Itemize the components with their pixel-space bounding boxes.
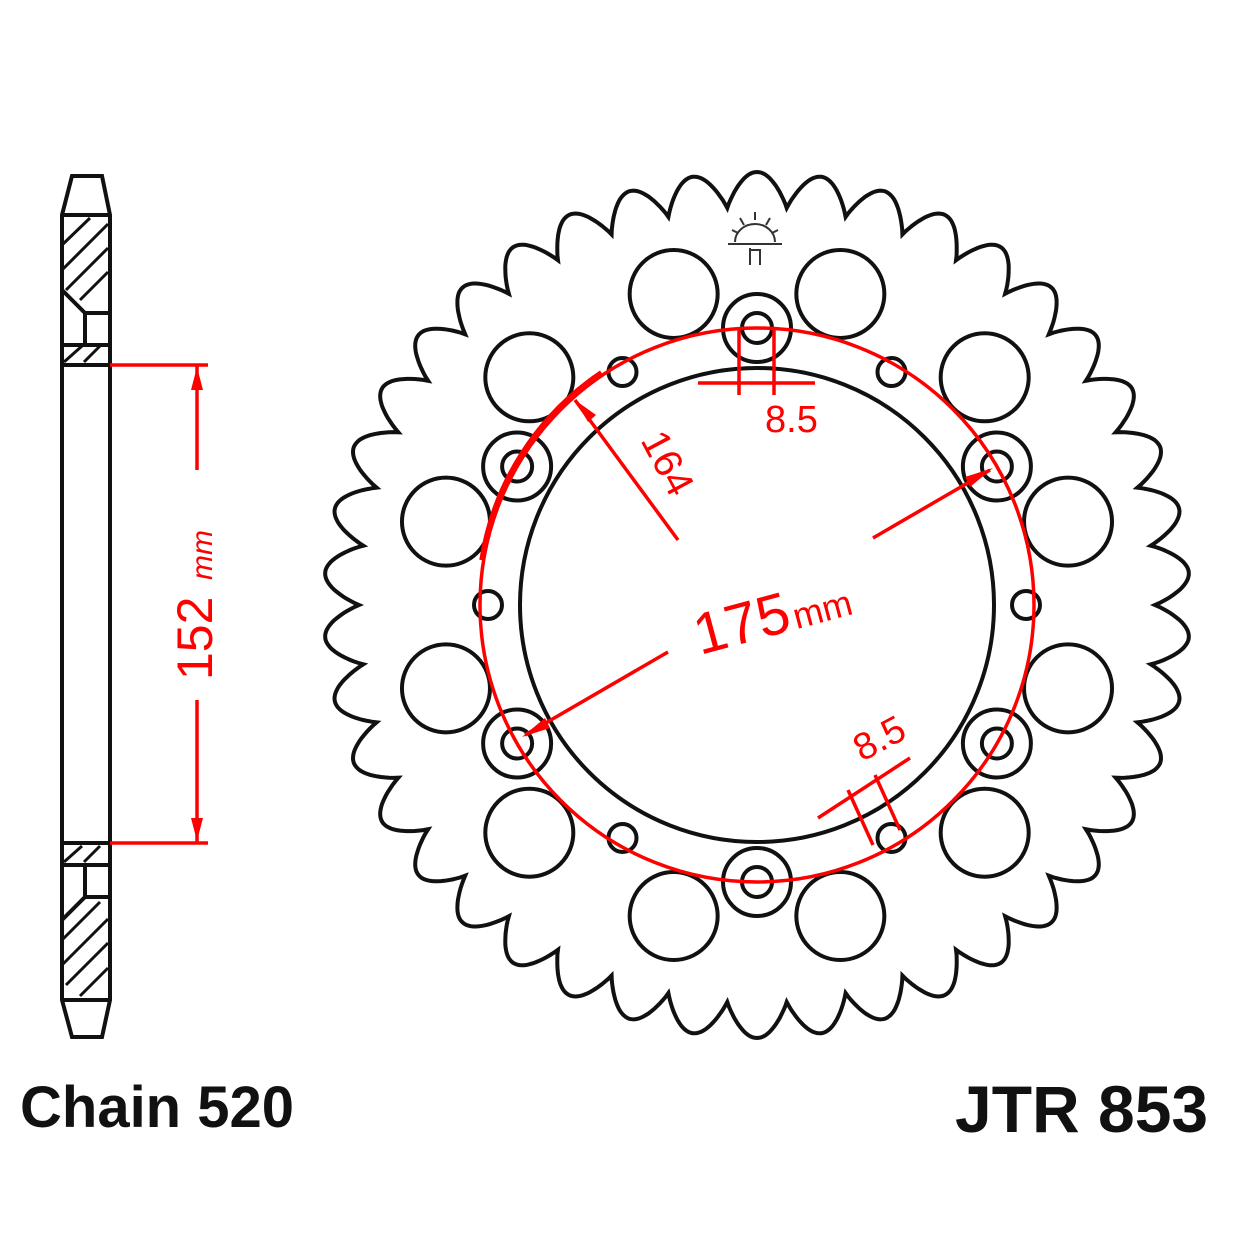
sprocket-teeth-outline bbox=[323, 169, 1191, 1041]
lightening-hole bbox=[794, 870, 887, 963]
small-hole bbox=[472, 589, 504, 621]
bolt-boss bbox=[960, 707, 1033, 780]
inner-height-unit: mm bbox=[186, 530, 219, 580]
lightening-hole bbox=[1022, 642, 1115, 735]
bolt-boss bbox=[721, 292, 793, 364]
bolt-circle-dimension: 175 mm bbox=[522, 468, 993, 737]
bolt-circle-value: 175 bbox=[687, 580, 797, 668]
lightening-hole bbox=[1022, 475, 1115, 568]
bolt-circle bbox=[478, 326, 1036, 884]
side-profile-view bbox=[60, 174, 112, 1039]
bolt-boss bbox=[481, 430, 554, 503]
bolt-hole-top-value: 8.5 bbox=[765, 399, 818, 441]
bolt-circle-unit: mm bbox=[788, 582, 857, 637]
bolt-boss bbox=[960, 430, 1033, 503]
bolt-hole bbox=[979, 449, 1014, 484]
inner-height-value: 152 bbox=[167, 597, 223, 680]
center-bore-dimension: 164 bbox=[573, 398, 702, 542]
chain-caption: Chain 520 bbox=[20, 1075, 294, 1140]
lightening-hole bbox=[627, 870, 720, 963]
bolt-hole bbox=[500, 726, 535, 761]
bolt-hole-top-dimension: 8.5 bbox=[698, 330, 818, 441]
sprocket-front-view bbox=[323, 169, 1191, 1041]
center-bore bbox=[518, 366, 996, 844]
bolt-hole bbox=[500, 449, 535, 484]
part-number-caption: JTR 853 bbox=[955, 1072, 1208, 1146]
lightening-hole bbox=[938, 331, 1031, 424]
bolt-hole-bottom-dimension: 8.5 bbox=[817, 708, 913, 846]
inner-height-dimension: 152 mm bbox=[110, 363, 223, 845]
lightening-hole bbox=[483, 786, 576, 879]
lightening-hole bbox=[399, 475, 492, 568]
lightening-hole bbox=[399, 642, 492, 735]
lightening-hole bbox=[794, 247, 887, 340]
jt-sunrise-logo-icon bbox=[728, 212, 782, 265]
lightening-hole bbox=[627, 247, 720, 340]
small-hole bbox=[1010, 589, 1042, 621]
bolt-hole bbox=[979, 726, 1014, 761]
lightening-hole bbox=[483, 331, 576, 424]
bolt-boss bbox=[721, 846, 793, 918]
bolt-boss bbox=[481, 707, 554, 780]
lightening-hole bbox=[938, 786, 1031, 879]
